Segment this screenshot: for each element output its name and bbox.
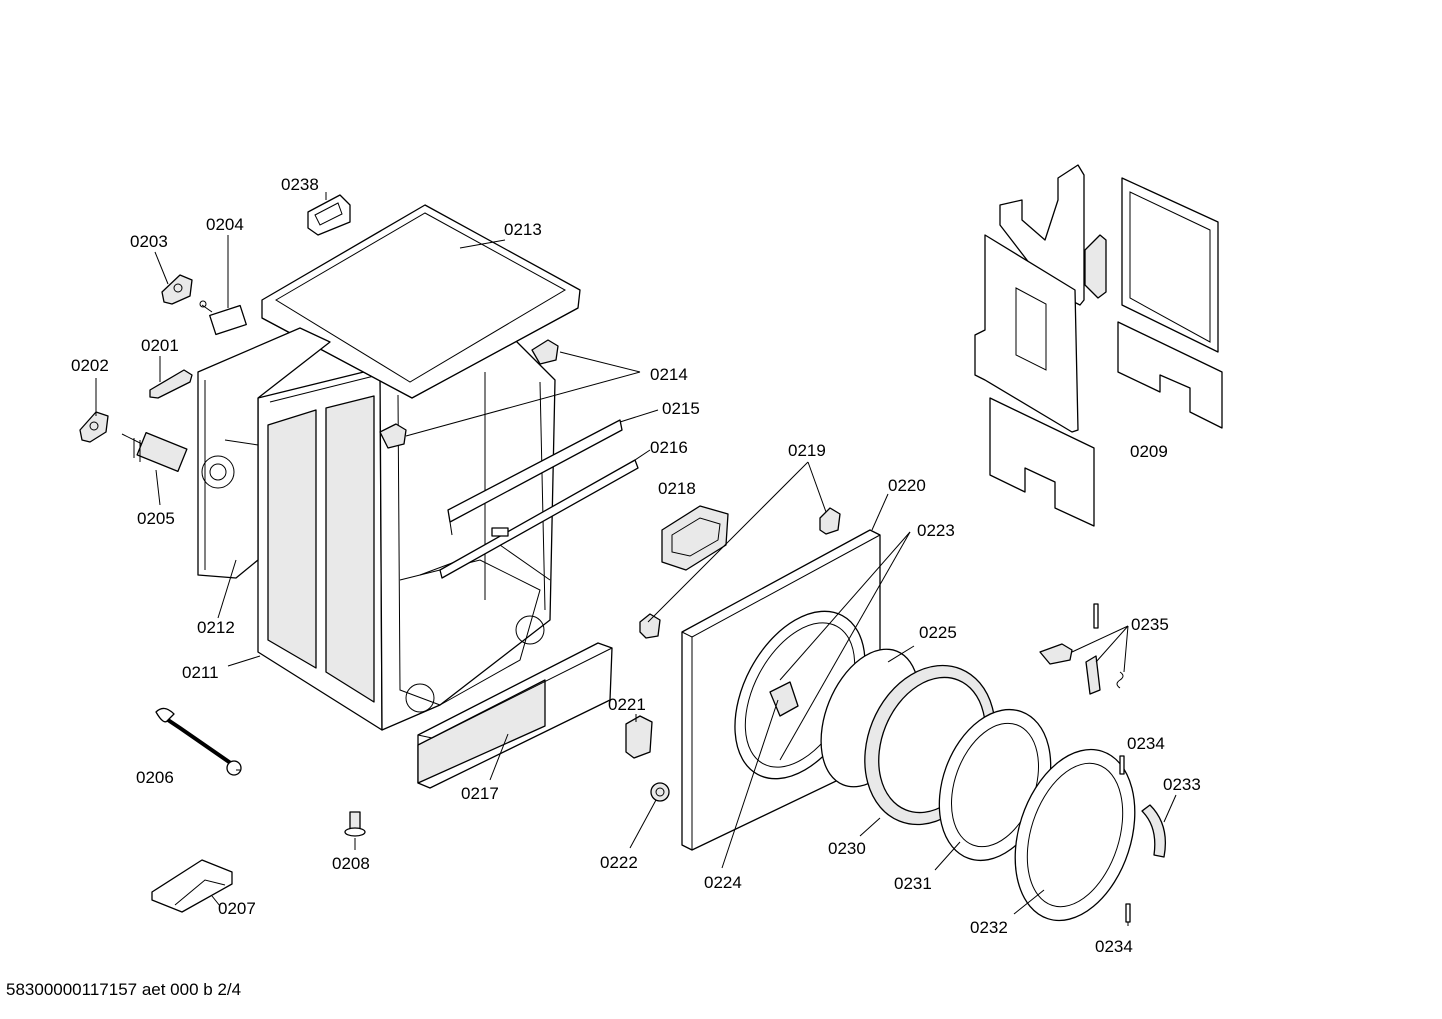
label-0212: 0212 [197,618,235,637]
grommet-0222 [650,782,670,802]
label-0206: 0206 [136,768,174,787]
label-0204: 0204 [206,215,244,234]
label-0235: 0235 [1131,615,1169,634]
label-0214: 0214 [650,365,688,384]
label-0213: 0213 [504,220,542,239]
clip-0219 [819,507,841,535]
label-0222: 0222 [600,853,638,872]
bracket-0214b [379,423,407,449]
cap-0202 [79,411,109,443]
bracket-0214a [531,339,559,365]
part-labels: 0238 0213 0204 0203 0201 0202 0205 0212 … [71,175,1201,956]
bushing-0204 [199,300,247,336]
spacer-0207 [151,859,233,913]
hinge-0238 [307,194,351,236]
label-0234-top: 0234 [1127,734,1165,753]
label-0221: 0221 [608,695,646,714]
rear-panel [197,327,331,579]
label-0209: 0209 [1130,442,1168,461]
drawing-code: 58300000117157 aet 000 b 2/4 [6,980,242,999]
label-0218: 0218 [658,479,696,498]
label-0238: 0238 [281,175,319,194]
cabinet-body [257,339,556,731]
rail-upper [447,419,623,536]
label-0217: 0217 [461,784,499,803]
handle-0233 [1141,804,1167,858]
label-0231: 0231 [894,874,932,893]
pin-0234a [1119,755,1125,775]
label-0220: 0220 [888,476,926,495]
label-0230: 0230 [828,839,866,858]
label-0202: 0202 [71,356,109,375]
rail-lower [439,459,639,579]
label-0205: 0205 [137,509,175,528]
label-0207: 0207 [218,899,256,918]
latch-0201 [149,369,193,399]
insulation-pads [974,164,1223,527]
label-0211: 0211 [182,663,219,682]
label-0233: 0233 [1163,775,1201,794]
label-0203: 0203 [130,232,168,251]
label-0201: 0201 [141,336,179,355]
bolt-0208 [344,811,366,837]
pin-0234b [1125,903,1131,923]
wrench-0206 [155,707,242,776]
label-0232: 0232 [970,918,1008,937]
cap-0203 [161,274,193,305]
clip-0219b [639,613,661,639]
door-ring-0232 [1014,748,1136,922]
label-0215: 0215 [662,399,700,418]
damper-0205 [121,431,188,473]
door-lock-0218 [661,505,729,571]
label-0223: 0223 [917,521,955,540]
label-0234-bottom: 0234 [1095,937,1133,956]
label-0219: 0219 [788,441,826,460]
leader-lines [95,192,1177,926]
switch-0221 [625,715,653,759]
label-0216: 0216 [650,438,688,457]
front-plinth [417,642,613,789]
label-0224: 0224 [704,873,742,892]
label-0208: 0208 [332,854,370,873]
label-0225: 0225 [919,623,957,642]
hinge-set-0235 [1039,603,1124,695]
